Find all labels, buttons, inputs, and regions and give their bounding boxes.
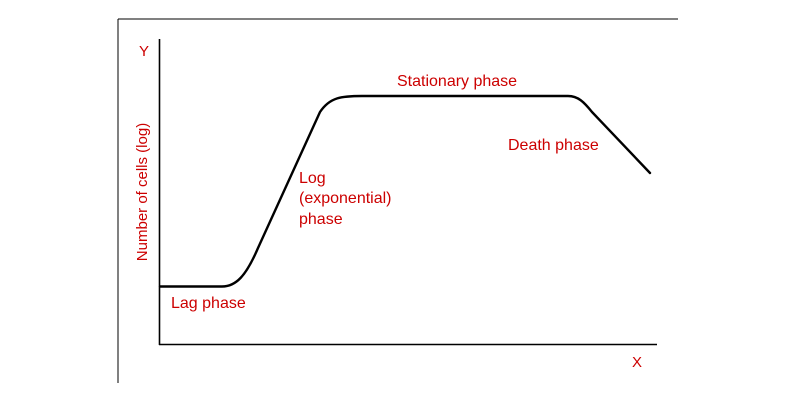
y-axis-title: Number of cells (log) bbox=[134, 123, 151, 261]
x-axis-label: X bbox=[632, 354, 642, 371]
death-phase-label: Death phase bbox=[508, 137, 599, 154]
lag-phase-label-line: Lag phase bbox=[171, 295, 246, 312]
stationary-phase-label: Stationary phase bbox=[397, 73, 517, 90]
log-phase-label-line-3: phase bbox=[299, 211, 343, 228]
log-phase-label-line-2: (exponential) bbox=[299, 190, 392, 207]
log-phase-label-line-1: Log bbox=[299, 170, 326, 187]
lag-phase-label: Lag phase bbox=[171, 295, 246, 312]
stationary-phase-label-line: Stationary phase bbox=[397, 73, 517, 90]
log-phase-label: Log (exponential) phase bbox=[299, 170, 396, 228]
death-phase-label-line: Death phase bbox=[508, 137, 599, 154]
y-axis-letter: Y bbox=[139, 43, 149, 60]
growth-curve-line bbox=[158, 94, 652, 288]
